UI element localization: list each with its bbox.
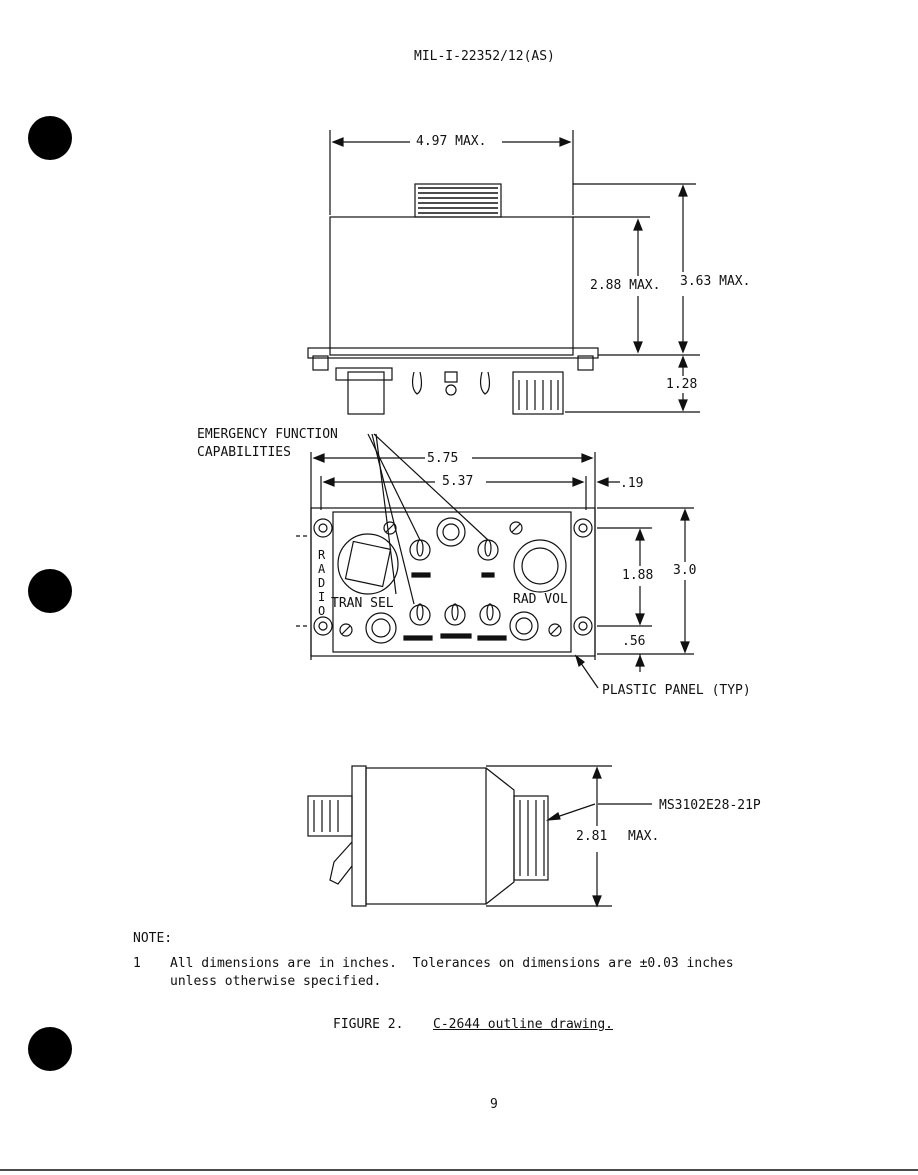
front-height: 3.0: [673, 563, 697, 578]
front-bottom-offset: .56: [622, 634, 646, 649]
note-item-number: 1: [133, 956, 141, 971]
note-heading: NOTE:: [133, 931, 173, 946]
top-width-dimension: 4.97 MAX.: [416, 134, 487, 149]
front-hole-spacing: 1.88: [622, 568, 654, 583]
note-item-line2: unless otherwise specified.: [170, 974, 382, 989]
page-number: 9: [490, 1097, 498, 1112]
radio-panel-label: RADIO: [318, 548, 326, 618]
connector-part-number: MS3102E28-21P: [659, 798, 761, 813]
binder-hole-middle: [28, 569, 72, 613]
side-height-value: 2.81: [576, 829, 608, 844]
emergency-callout-line1: EMERGENCY FUNCTION: [197, 427, 338, 442]
top-depth-dimension-a: 2.88 MAX.: [590, 278, 661, 293]
binder-hole-top: [28, 116, 72, 160]
note-item-line1: All dimensions are in inches. Tolerances…: [170, 956, 734, 971]
side-height-max: MAX.: [628, 829, 660, 844]
top-depth-dimension-b: 3.63 MAX.: [680, 274, 751, 289]
front-inner-width: 5.37: [442, 474, 474, 489]
front-view: [296, 433, 694, 689]
figure-caption-prefix: FIGURE 2.: [333, 1017, 404, 1032]
document-id-header: MIL-I-22352/12(AS): [414, 49, 555, 64]
figure-caption-title: C-2644 outline drawing.: [433, 1017, 614, 1032]
front-overall-width: 5.75: [427, 451, 459, 466]
top-view: [307, 130, 700, 415]
emergency-callout-line2: CAPABILITIES: [197, 445, 291, 460]
binder-hole-bottom: [28, 1027, 72, 1071]
tran-sel-label: TRAN SEL: [331, 596, 394, 611]
side-view: [307, 765, 652, 908]
plastic-panel-callout: PLASTIC PANEL (TYP): [602, 683, 751, 698]
front-edge-offset: .19: [620, 476, 644, 491]
rad-vol-label: RAD VOL: [513, 592, 568, 607]
top-knob-dimension: 1.28: [666, 377, 698, 392]
